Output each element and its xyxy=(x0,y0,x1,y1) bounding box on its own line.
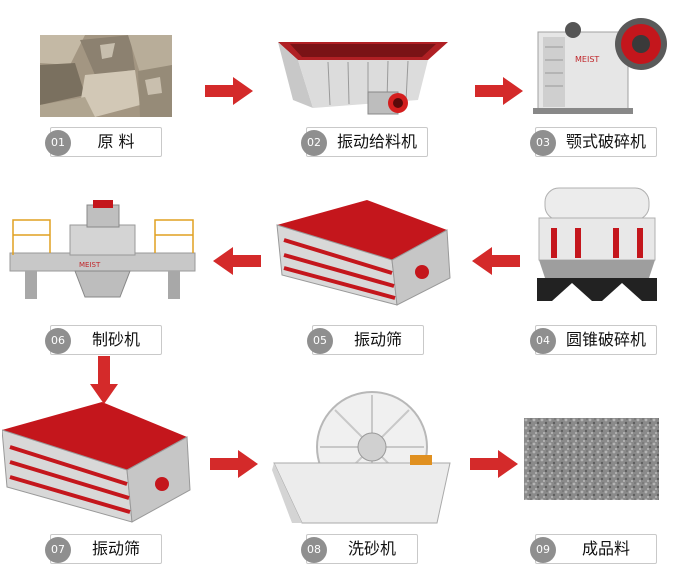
step-01-text: 原 料 xyxy=(97,132,135,151)
jaw-crusher-image: MEIST xyxy=(533,18,667,114)
step-07-text: 振动筛 xyxy=(91,539,140,558)
step-09-label: 09 成品料 xyxy=(530,534,657,564)
finished-product-image xyxy=(524,418,659,500)
step-08-text: 洗砂机 xyxy=(347,539,396,558)
step-05-label: 05 振动筛 xyxy=(307,325,424,355)
arrow-right-icon xyxy=(205,77,253,105)
step-05-text: 振动筛 xyxy=(353,330,402,349)
step-08-number: 08 xyxy=(301,537,327,563)
step-03-label: 03 颚式破碎机 xyxy=(530,127,657,157)
sand-washing-machine-image xyxy=(272,391,451,524)
sand-making-machine-image: MEIST xyxy=(9,200,196,299)
svg-text:MEIST: MEIST xyxy=(575,55,599,64)
step-09-number: 09 xyxy=(530,537,556,563)
step-02-text: 振动给料机 xyxy=(336,132,417,151)
step-01-number: 01 xyxy=(45,130,71,156)
vibrating-feeder-image xyxy=(278,42,448,115)
step-04-number: 04 xyxy=(530,328,556,354)
step-04-label: 04 圆锥破碎机 xyxy=(530,325,657,355)
arrow-down-icon xyxy=(90,356,118,404)
step-06-text: 制砂机 xyxy=(91,330,140,349)
arrow-right-icon xyxy=(210,450,258,478)
step-09-text: 成品料 xyxy=(581,539,630,558)
step-02-number: 02 xyxy=(301,130,327,156)
svg-text:MEIST: MEIST xyxy=(79,261,101,269)
step-08-label: 08 洗砂机 xyxy=(301,534,418,564)
step-04-text: 圆锥破碎机 xyxy=(565,330,646,349)
step-06-label: 06 制砂机 xyxy=(45,325,162,355)
step-05-number: 05 xyxy=(307,328,333,354)
arrow-left-icon xyxy=(213,247,261,275)
cone-crusher-image xyxy=(537,187,657,301)
arrow-right-icon xyxy=(470,450,518,478)
step-07-label: 07 振动筛 xyxy=(45,534,162,564)
vibrating-screen-2-image xyxy=(2,402,191,523)
step-06-number: 06 xyxy=(45,328,71,354)
step-01-label: 01 原 料 xyxy=(45,127,162,157)
arrow-left-icon xyxy=(472,247,520,275)
step-03-number: 03 xyxy=(530,130,556,156)
vibrating-screen-image xyxy=(276,200,451,306)
arrow-right-icon xyxy=(475,77,523,105)
step-07-number: 07 xyxy=(45,537,71,563)
step-03-text: 颚式破碎机 xyxy=(565,132,646,151)
step-02-label: 02 振动给料机 xyxy=(301,127,428,157)
raw-stone-image xyxy=(40,35,172,117)
